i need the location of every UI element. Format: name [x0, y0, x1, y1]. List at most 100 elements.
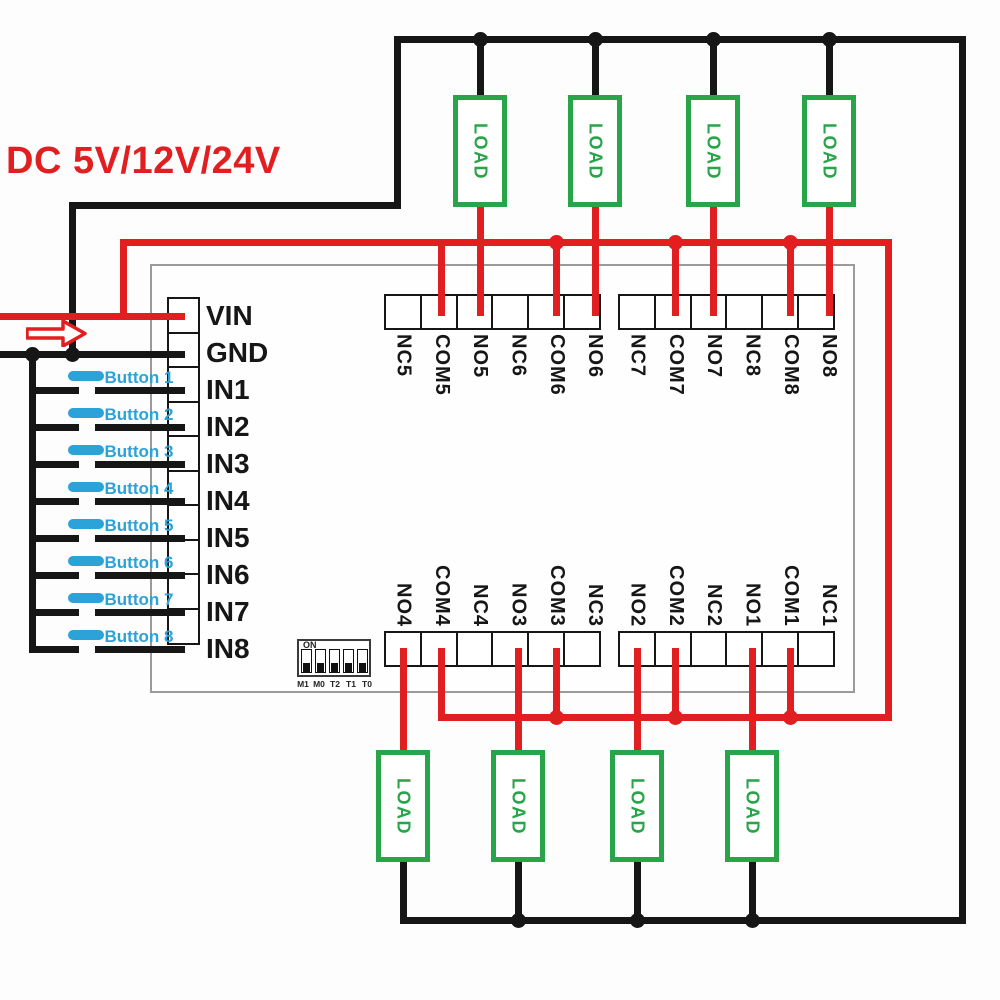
- top-terminal-strip-group2: [618, 294, 836, 330]
- black-bottom-bus-wire: [399, 916, 966, 924]
- black-wire: [68, 201, 401, 209]
- dip-switch-lever: [315, 649, 326, 673]
- switch-wire-segment: [28, 645, 79, 653]
- load-box: LOAD: [802, 95, 856, 207]
- terminal-cell: [689, 294, 728, 330]
- load-box: LOAD: [610, 750, 664, 862]
- dip-pin-label: M1: [297, 679, 309, 689]
- dip-switch-knob: [316, 662, 324, 672]
- dip-switch-knob: [358, 662, 366, 672]
- button-switch-row: Button 8: [28, 627, 204, 668]
- bottom-terminal-strip-group2: [618, 631, 836, 667]
- terminal-label: COM4: [430, 565, 453, 627]
- junction-dot: [782, 235, 798, 250]
- switch-wire-segment: [28, 386, 79, 394]
- load-wire: [825, 36, 833, 100]
- dip-switch-levers: [301, 649, 368, 673]
- load-label: LOAD: [742, 777, 763, 835]
- junction-dot: [24, 346, 40, 362]
- junction-dot: [548, 710, 564, 725]
- load-label: LOAD: [470, 122, 491, 180]
- dip-switch-on-label: ON: [303, 640, 317, 650]
- terminal-label: NO8: [818, 334, 841, 379]
- junction-dot: [821, 31, 837, 47]
- black-right-bus-wire: [958, 35, 966, 924]
- terminal-label: COM1: [779, 565, 802, 627]
- terminal-label: COM2: [664, 565, 687, 627]
- terminal-label: IN6: [206, 559, 250, 590]
- terminal-cell: [761, 631, 800, 667]
- terminal-cell: [455, 294, 494, 330]
- terminal-label: NO1: [741, 582, 764, 627]
- com-wire: [552, 648, 560, 718]
- terminal-label: NO3: [507, 582, 530, 627]
- load-label: LOAD: [703, 122, 724, 180]
- load-box: LOAD: [376, 750, 430, 862]
- button-label: Button 6: [104, 552, 174, 572]
- red-bottom-bus-wire: [437, 714, 892, 721]
- load-label: LOAD: [627, 777, 648, 835]
- terminal-cell: [761, 294, 800, 330]
- dip-switch-knob: [330, 662, 338, 672]
- switch-wire-segment: [28, 608, 79, 616]
- relay-module-board: [150, 264, 855, 693]
- terminal-cell: [689, 631, 728, 667]
- dip-switch-knob: [344, 662, 352, 672]
- dip-switch-pin-labels: M1 M0 T2 T1 T0: [295, 679, 375, 689]
- load-wire: [748, 858, 756, 922]
- load-wire: [591, 36, 599, 100]
- load-wire: [709, 36, 717, 100]
- switch-wire-segment: [28, 460, 79, 468]
- terminal-label: NO6: [584, 334, 607, 379]
- button-switch-row: Button 3: [28, 442, 204, 483]
- no-wire: [514, 648, 522, 752]
- gnd-wire: [0, 350, 185, 358]
- dip-pin-label: T2: [330, 679, 340, 689]
- dip-pin-label: T1: [346, 679, 356, 689]
- dip-switch-lever: [301, 649, 312, 673]
- terminal-label: COM5: [430, 334, 453, 396]
- junction-dot: [548, 235, 564, 250]
- switch-wire-segment: [95, 534, 185, 542]
- no-wire: [633, 648, 641, 752]
- terminal-cell: [527, 631, 566, 667]
- dip-pin-label: M0: [313, 679, 325, 689]
- com-wire: [671, 243, 679, 316]
- button-switch-row: Button 2: [28, 405, 204, 446]
- junction-dot: [782, 710, 798, 725]
- button-switch-row: Button 1: [28, 368, 204, 409]
- terminal-label: COM8: [779, 334, 802, 396]
- junction-dot: [510, 912, 526, 928]
- button-switch-row: Button 5: [28, 516, 204, 557]
- terminal-cell: [725, 294, 764, 330]
- terminal-cell: [562, 631, 602, 667]
- switch-wire-segment: [95, 608, 185, 616]
- com-wire: [786, 648, 794, 718]
- com-wire: [437, 648, 445, 718]
- push-button-icon: [67, 592, 104, 603]
- terminal-label: IN1: [206, 374, 250, 405]
- load-label: LOAD: [508, 777, 529, 835]
- dip-pin-label: T0: [362, 679, 372, 689]
- load-box: LOAD: [568, 95, 622, 207]
- black-wire: [68, 201, 76, 358]
- com-wire: [437, 243, 445, 316]
- push-button-icon: [67, 444, 104, 455]
- com-wire: [786, 243, 794, 316]
- com-wire: [671, 648, 679, 718]
- no-wire: [399, 648, 407, 752]
- no-wire: [476, 203, 484, 316]
- load-box: LOAD: [453, 95, 507, 207]
- button-label: Button 7: [104, 589, 174, 609]
- switch-wire-segment: [95, 497, 185, 505]
- junction-dot: [667, 710, 683, 725]
- top-terminal-strip-group1: [384, 294, 602, 330]
- terminal-cell: [618, 294, 657, 330]
- power-input-arrow-icon: [26, 320, 87, 347]
- push-button-icon: [67, 481, 104, 492]
- terminal-label: NC8: [741, 334, 764, 378]
- button-label: Button 8: [104, 626, 174, 646]
